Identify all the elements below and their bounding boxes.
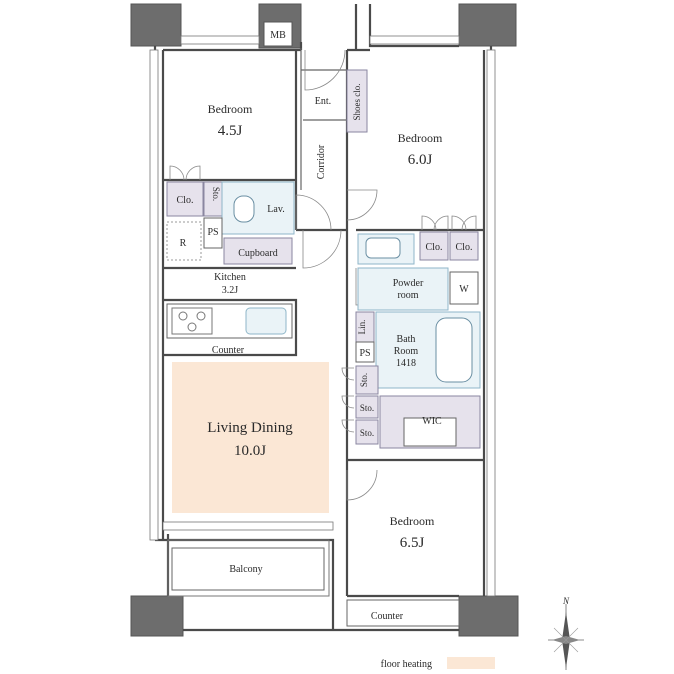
entrance-label: Ent. bbox=[315, 96, 331, 107]
balcony-label: Balcony bbox=[229, 564, 262, 575]
closet-doors-ne bbox=[421, 215, 477, 231]
mb-label: MB bbox=[270, 30, 286, 41]
bath-code: 1418 bbox=[396, 358, 416, 369]
refrigerator-label: R bbox=[180, 238, 187, 249]
wic-shelf bbox=[403, 417, 457, 447]
door-bedroom-se bbox=[346, 469, 378, 501]
se-counter-label: Counter bbox=[371, 611, 404, 622]
closet-ne-2 bbox=[449, 231, 479, 261]
compass-rose bbox=[548, 604, 584, 670]
kitchen-name: Kitchen bbox=[214, 272, 246, 283]
window-north-left bbox=[180, 35, 260, 45]
window-east bbox=[486, 49, 496, 597]
column-sw bbox=[130, 595, 184, 637]
pipe-space-kitchen bbox=[203, 217, 223, 249]
meter-box bbox=[263, 21, 293, 47]
floor-heating-area bbox=[172, 362, 329, 513]
bedroom-nw-size: 4.5J bbox=[218, 123, 243, 139]
bedroom-ne-name: Bedroom bbox=[398, 131, 443, 145]
closet-ne-1 bbox=[419, 231, 449, 261]
se-counter bbox=[346, 599, 460, 627]
toilet bbox=[233, 195, 255, 223]
storage-hall-3-label: Sto. bbox=[360, 428, 374, 438]
powder-room-name2: room bbox=[397, 290, 418, 301]
washer-label: W bbox=[459, 284, 469, 295]
wic-label: WIC bbox=[422, 416, 442, 427]
door-bedroom-ne bbox=[346, 189, 378, 221]
column-nw bbox=[130, 3, 182, 47]
bathtub bbox=[435, 317, 473, 383]
cupboard-label: Cupboard bbox=[238, 248, 277, 259]
cupboard bbox=[223, 237, 293, 265]
powder-room bbox=[357, 267, 449, 311]
closet-doors-nw bbox=[169, 165, 201, 181]
living-size: 10.0J bbox=[234, 443, 266, 459]
balcony-outer bbox=[167, 539, 330, 597]
pipe-space-bath bbox=[355, 341, 375, 363]
column-ne bbox=[458, 3, 517, 47]
wash-basin bbox=[365, 237, 401, 259]
closet-nw-label: Clo. bbox=[177, 195, 194, 206]
burner bbox=[196, 311, 206, 321]
kitchen-size: 3.2J bbox=[222, 285, 239, 296]
storage-hall-2-label: Sto. bbox=[360, 403, 374, 413]
bath-name: Bath bbox=[397, 334, 416, 345]
interior-walls bbox=[163, 48, 484, 596]
window-north-right bbox=[369, 35, 460, 45]
legend-floor-heating-swatch bbox=[447, 657, 495, 669]
door-entrance bbox=[304, 49, 346, 91]
window-west bbox=[149, 49, 159, 541]
bath-name2: Room bbox=[394, 346, 419, 357]
closet-ne-1-label: Clo. bbox=[426, 242, 443, 253]
kitchen-sink bbox=[245, 307, 287, 335]
stove bbox=[171, 307, 213, 335]
balcony-area bbox=[171, 547, 325, 591]
bedroom-ne-size: 6.0J bbox=[408, 152, 433, 168]
storage-nw-label: Sto. bbox=[211, 187, 221, 201]
living-name: Living Dining bbox=[207, 420, 293, 436]
kitchen-counter-label: Counter bbox=[212, 345, 245, 356]
shoes-closet bbox=[346, 69, 368, 133]
bedroom-se-name: Bedroom bbox=[390, 514, 435, 528]
powder-room-name: Powder bbox=[393, 278, 424, 289]
door-kitchen bbox=[302, 229, 342, 269]
door-bedroom-nw bbox=[295, 194, 332, 231]
storage-hall-3 bbox=[355, 419, 379, 445]
storage-hall-2 bbox=[355, 395, 379, 419]
bedroom-nw-name: Bedroom bbox=[208, 102, 253, 116]
window-living-south bbox=[162, 521, 334, 531]
burner bbox=[178, 311, 188, 321]
linen-label: Lin. bbox=[357, 320, 367, 335]
shoes-closet-label: Shoes clo. bbox=[352, 84, 362, 121]
refrigerator-space bbox=[166, 221, 202, 261]
ps-bath-label: PS bbox=[359, 348, 370, 359]
compass-north-label: N bbox=[562, 596, 570, 606]
ps-kitchen-label: PS bbox=[207, 227, 218, 238]
burner bbox=[187, 322, 197, 332]
closet-ne-2-label: Clo. bbox=[456, 242, 473, 253]
storage-hall-1-label: Sto. bbox=[359, 373, 369, 387]
storage-doors-hall bbox=[341, 367, 355, 433]
corridor-label: Corridor bbox=[316, 144, 327, 179]
column-se bbox=[458, 595, 519, 637]
legend-floor-heating-label: floor heating bbox=[381, 659, 432, 670]
storage-hall-1 bbox=[355, 365, 379, 395]
closet-nw bbox=[166, 181, 204, 217]
lavatory-label: Lav. bbox=[267, 204, 284, 215]
washer-space bbox=[449, 271, 479, 305]
bedroom-se-size: 6.5J bbox=[400, 535, 425, 551]
